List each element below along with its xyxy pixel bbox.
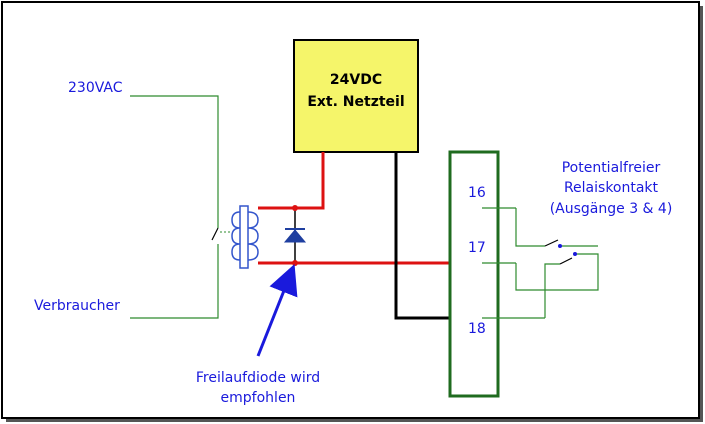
contact-label-line2: Relaiskontakt bbox=[564, 180, 659, 196]
psu-label-line2: Ext. Netzteil bbox=[307, 94, 404, 110]
load-wire bbox=[130, 244, 219, 319]
relay-coil bbox=[231, 205, 259, 269]
contact-point-2 bbox=[573, 252, 577, 256]
terminal-18-label: 18 bbox=[468, 321, 486, 337]
relay-contacts bbox=[515, 208, 599, 318]
power-supply-box bbox=[293, 39, 419, 153]
terminal-17-label: 17 bbox=[468, 240, 486, 256]
freewheeling-diode bbox=[283, 205, 307, 266]
contact-point-1 bbox=[558, 244, 562, 248]
diode-label-line2: empfohlen bbox=[221, 390, 296, 406]
psu-label-line1: 24VDC bbox=[330, 72, 382, 88]
positive-wire bbox=[258, 152, 325, 210]
diode-arrow bbox=[256, 264, 298, 357]
relay-switch-contact bbox=[211, 227, 219, 241]
supply-wire bbox=[130, 95, 219, 228]
load-label: Verbraucher bbox=[34, 298, 120, 314]
contact-label-line1: Potentialfreier bbox=[562, 160, 661, 176]
diode-label-line1: Freilaufdiode wird bbox=[196, 370, 320, 386]
relay-contact-switches bbox=[544, 239, 573, 265]
supply-label: 230VAC bbox=[68, 80, 123, 96]
terminal-16-label: 16 bbox=[468, 185, 486, 201]
contact-label-line3: (Ausgänge 3 & 4) bbox=[550, 201, 673, 217]
terminal-block bbox=[448, 150, 500, 398]
